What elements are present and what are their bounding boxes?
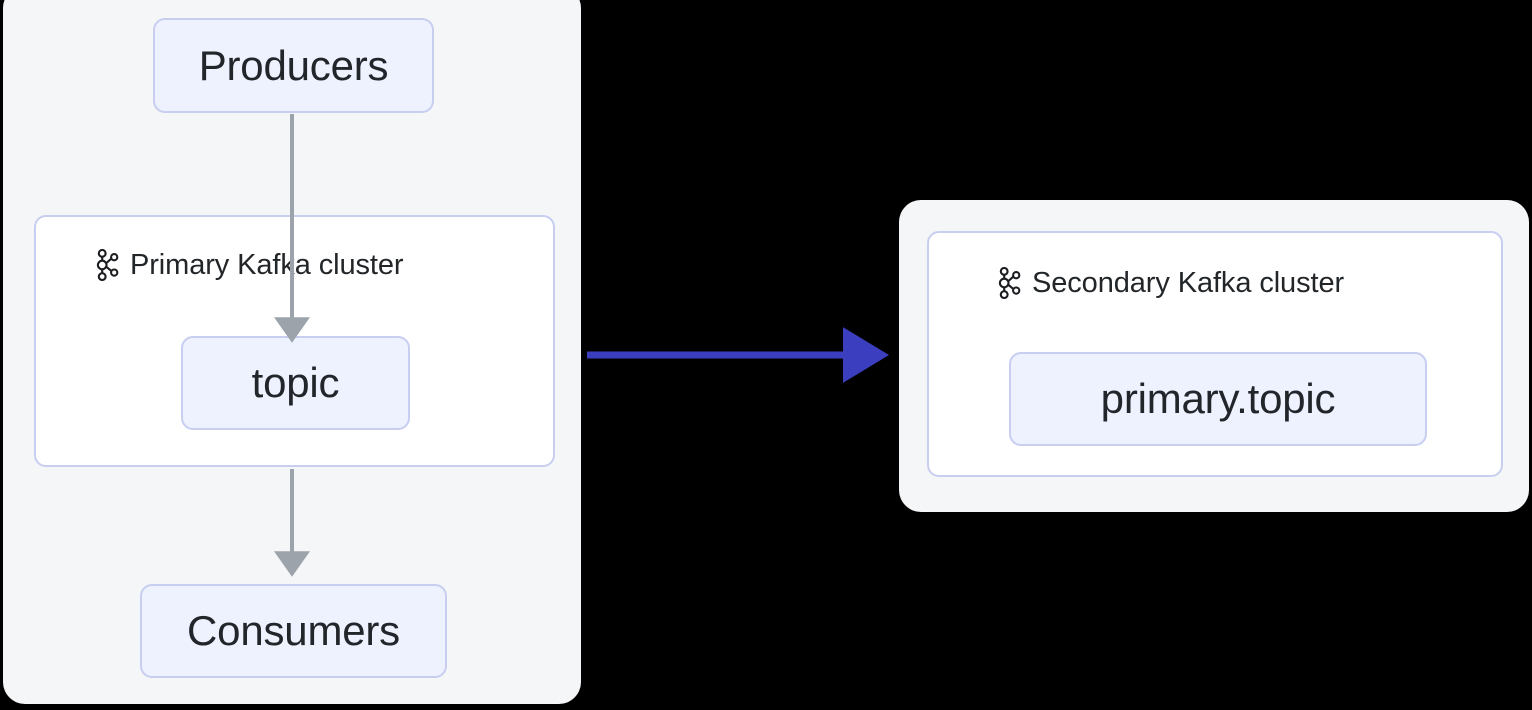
node-primary-topic-label: primary.topic: [1100, 375, 1336, 422]
node-primary-topic[interactable]: primary.topic: [1009, 352, 1427, 446]
node-consumers[interactable]: Consumers: [140, 584, 447, 678]
replication-arrow: [587, 327, 889, 383]
node-producers[interactable]: Producers: [153, 18, 434, 113]
secondary-cluster-label: Secondary Kafka cluster: [1032, 266, 1345, 299]
node-topic[interactable]: topic: [181, 336, 410, 430]
primary-cluster-label: Primary Kafka cluster: [130, 248, 404, 281]
primary-cluster-header: Primary Kafka cluster: [93, 248, 404, 281]
kafka-icon: [93, 249, 119, 281]
primary-kafka-cluster-box[interactable]: Primary Kafka cluster topic: [34, 215, 555, 467]
node-consumers-label: Consumers: [187, 607, 400, 654]
secondary-cluster-header: Secondary Kafka cluster: [995, 267, 1344, 299]
kafka-icon: [995, 267, 1021, 299]
node-producers-label: Producers: [198, 41, 389, 89]
secondary-kafka-cluster-box[interactable]: Secondary Kafka cluster primary.topic: [927, 231, 1503, 477]
node-topic-label: topic: [251, 359, 340, 406]
